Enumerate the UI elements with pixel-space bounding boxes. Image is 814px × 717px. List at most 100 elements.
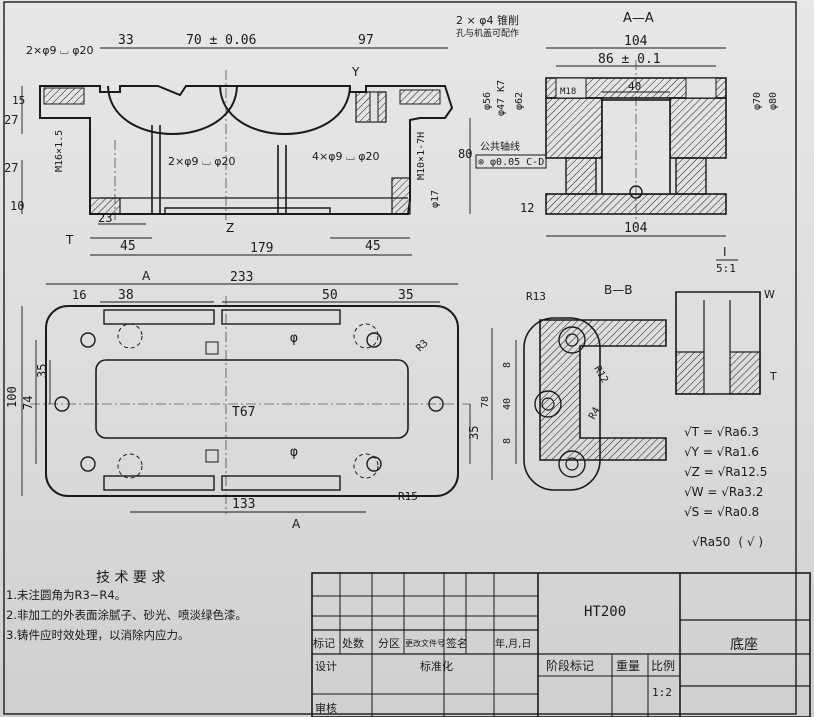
aa-dim-phi70: φ70 [752,92,763,110]
roughness-row: √T = √Ra6.3 [684,425,759,439]
roughness-row: √Z = √Ra12.5 [684,465,767,479]
tech-req-item: 2.非加工的外表面涂腻子、砂光、喷淡绿色漆。 [6,608,247,622]
plan-dim-133: 133 [232,497,255,512]
plan-dim-35-right: 35 [467,426,481,440]
note-mid-holes: 2×φ9 ⌴ φ20 [168,155,236,168]
dim-45-right: 45 [365,239,381,254]
title-part-name: 底座 [730,637,758,653]
title-header: 分区 [378,637,400,650]
section-bb-view [491,317,667,491]
dim-97: 97 [358,33,374,48]
detail-i-view: I 5:1 W T [675,245,777,395]
title-scale-label: 比例 [651,659,675,673]
dim-27a: 27 [4,113,18,127]
note-tolerance-value: ⊚ φ0.05 C-D [478,157,544,168]
title-review: 审核 [315,701,337,715]
aa-dim-phi56: φ56 [482,92,493,110]
roughness-row: √W = √Ra3.2 [684,485,763,499]
plan-label-A-bottom: A [292,517,301,531]
plan-dim-center: T67 [232,405,255,420]
note-top-holes: 2 × φ4 锥削 [456,13,519,27]
front-view-labels: 33 70 ± 0.06 97 45 179 45 23 15 27 27 10… [4,13,547,256]
section-bb-title: B—B [604,283,632,297]
title-header: 标记 [313,636,335,650]
plan-dim-16: 16 [72,288,86,302]
roughness-legend: √T = √Ra6.3 √Y = √Ra1.6 √Z = √Ra12.5 √W … [684,425,767,549]
aa-dim-104-bottom: 104 [624,221,648,236]
title-material: HT200 [584,604,626,620]
aa-dim-40: 40 [628,80,641,93]
note-left-thread: M16×1.5 [54,130,65,172]
plan-dim-35: 35 [398,288,414,303]
dim-10: 10 [10,199,24,213]
note-top-holes-sub: 孔与机盖可配作 [456,27,519,39]
aa-dim-12: 12 [520,201,534,215]
rough-mark-Y: Y [351,65,360,79]
plan-view-labels: 233 16 38 50 35 100 74 35 T67 133 35 R15… [5,269,481,531]
title-weight: 重量 [616,659,640,673]
plan-dim-50: 50 [322,288,338,303]
roughness-row: √S = √Ra0.8 [684,505,759,519]
plan-label-A-top: A [142,269,151,283]
title-header: 年,月,日 [495,637,531,650]
title-stage-mark: 阶段标记 [546,658,594,673]
dim-23: 23 [98,211,112,225]
note-tolerance-label: 公共轴线 [480,140,520,153]
title-header: 签名 [446,636,468,650]
rough-mark-T: T [65,233,74,247]
dim-70-tol: 70 ± 0.06 [186,33,256,48]
plan-phi-top: φ [290,331,298,346]
dim-45-left: 45 [120,239,136,254]
section-aa-view [545,47,727,237]
tech-req-item: 1.未注圆角为R3~R4。 [6,588,126,602]
bb-dim-r4: R4 [587,406,603,422]
bb-dim-78: 78 [480,396,491,408]
bb-dim-r12: R12 [591,364,610,385]
detail-i-rough-T: T [769,370,777,383]
plan-view [21,283,471,514]
title-design: 设计 [315,660,337,673]
dim-15: 15 [12,94,25,107]
aa-dim-104-top: 104 [624,34,648,49]
title-block: HT200 底座 标记 处数 分区 更改文件号 签名 年,月,日 设计 标准化 … [311,572,811,717]
dim-179: 179 [250,241,273,256]
rough-mark-Z: Z [226,221,234,235]
sheet-border [3,1,797,715]
aa-dim-phi47: φ47 K7 [496,80,507,116]
section-aa-labels: A—A 104 86 ± 0.1 40 104 12 φ56 φ47 K7 φ6… [482,11,779,236]
bb-dim-r13: R13 [526,290,546,303]
plan-dim-35-left: 35 [35,364,49,378]
note-right-holes: 4×φ9 ⌴ φ20 [312,150,380,163]
plan-phi-bottom: φ [290,445,298,460]
roughness-rest: √Ra50( √ ) [692,535,763,549]
detail-i-title: I [723,245,727,259]
bb-dim-8b: 8 [502,438,513,444]
aa-dim-86: 86 ± 0.1 [598,52,661,67]
roughness-row: √Y = √Ra1.6 [684,445,759,459]
plan-dim-74: 74 [21,396,35,410]
dim-27b: 27 [4,161,18,175]
plan-dim-100: 100 [5,386,19,408]
detail-i-rough-W: W [764,288,775,301]
aa-dim-phi80: φ80 [768,92,779,110]
plan-dim-233: 233 [230,270,253,285]
aa-thread: M18 [560,87,576,97]
bb-dim-40: 40 [502,398,513,410]
note-right-thread: M10×1-7H [416,132,427,180]
title-standard: 标准化 [420,659,453,673]
title-header: 更改文件号 [405,638,445,648]
note-left-holes: 2×φ9 ⌴ φ20 [26,44,94,57]
plan-dim-r15: R15 [398,490,418,503]
title-header: 处数 [342,637,364,650]
dim-80: 80 [458,147,472,161]
technical-requirements: 技 术 要 求 1.未注圆角为R3~R4。 2.非加工的外表面涂腻子、砂光、喷淡… [6,570,247,642]
note-right-phi: φ17 [430,190,441,208]
front-view [21,47,471,256]
title-scale-value: 1:2 [652,686,672,699]
aa-dim-phi62: φ62 [514,92,525,110]
dim-33: 33 [118,33,134,48]
plan-dim-38: 38 [118,288,134,303]
bb-dim-8a: 8 [502,362,513,368]
